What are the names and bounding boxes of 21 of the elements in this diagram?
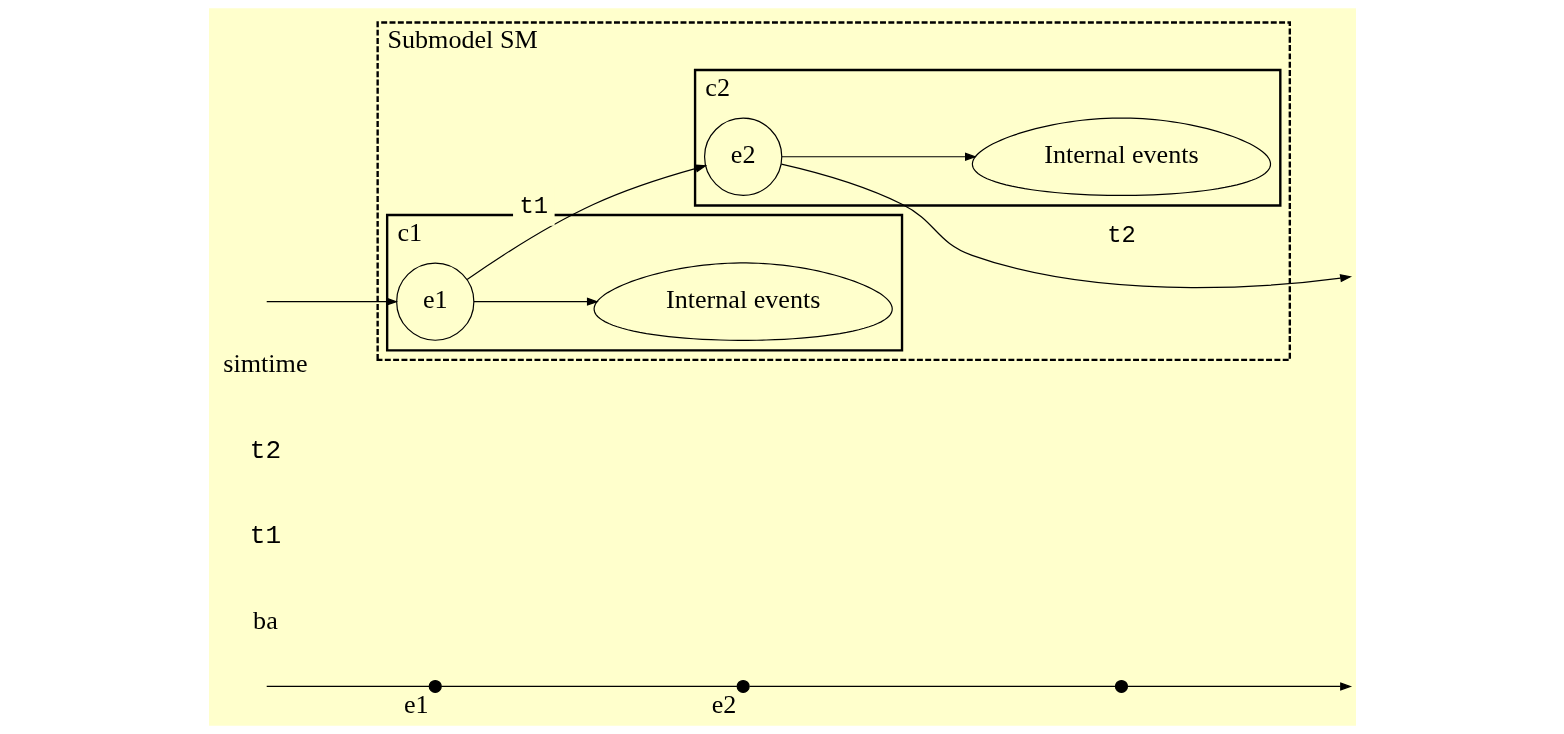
edge-label: t2 <box>1106 222 1136 250</box>
arrow <box>780 163 1352 289</box>
node-circle <box>428 679 442 694</box>
node-label: e2 <box>711 690 736 720</box>
node-circle: e2 <box>703 117 782 196</box>
connector <box>440 685 738 688</box>
arrow <box>265 297 398 306</box>
arrow <box>1126 682 1352 691</box>
arrow <box>472 297 599 306</box>
label: t1 <box>249 521 281 552</box>
arrow <box>466 164 707 281</box>
node-circle <box>736 679 750 694</box>
label: t2 <box>249 435 281 466</box>
node-label: e1 <box>403 690 429 720</box>
node-circle <box>1114 679 1128 694</box>
label: simtime <box>222 349 307 379</box>
connector <box>748 685 1116 688</box>
label: ba <box>252 605 278 635</box>
node-circle: e1 <box>395 262 474 341</box>
connector <box>265 685 430 688</box>
arrow <box>780 152 977 161</box>
